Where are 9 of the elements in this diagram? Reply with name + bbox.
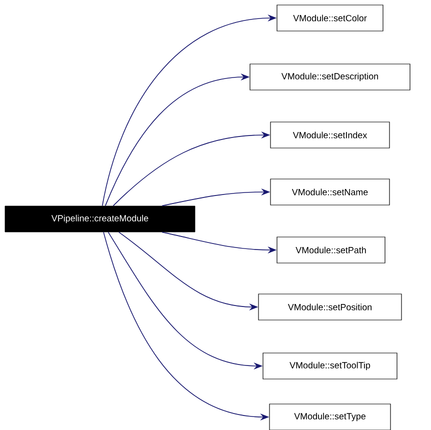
callee-box: VModule::setName: [270, 178, 390, 206]
callee-box: VModule::setDescription: [250, 64, 410, 90]
callee-box: VModule::setType: [269, 404, 391, 430]
callee-box: VModule::setColor: [276, 4, 384, 32]
function-box: VPipeline::createModule: [4, 206, 196, 232]
callee-box: VModule::setPath: [276, 236, 386, 264]
callee-box: VModule::setIndex: [270, 122, 390, 148]
callee-box: VModule::setPosition: [258, 294, 402, 320]
callee-box: VModule::setToolTip: [262, 352, 398, 380]
